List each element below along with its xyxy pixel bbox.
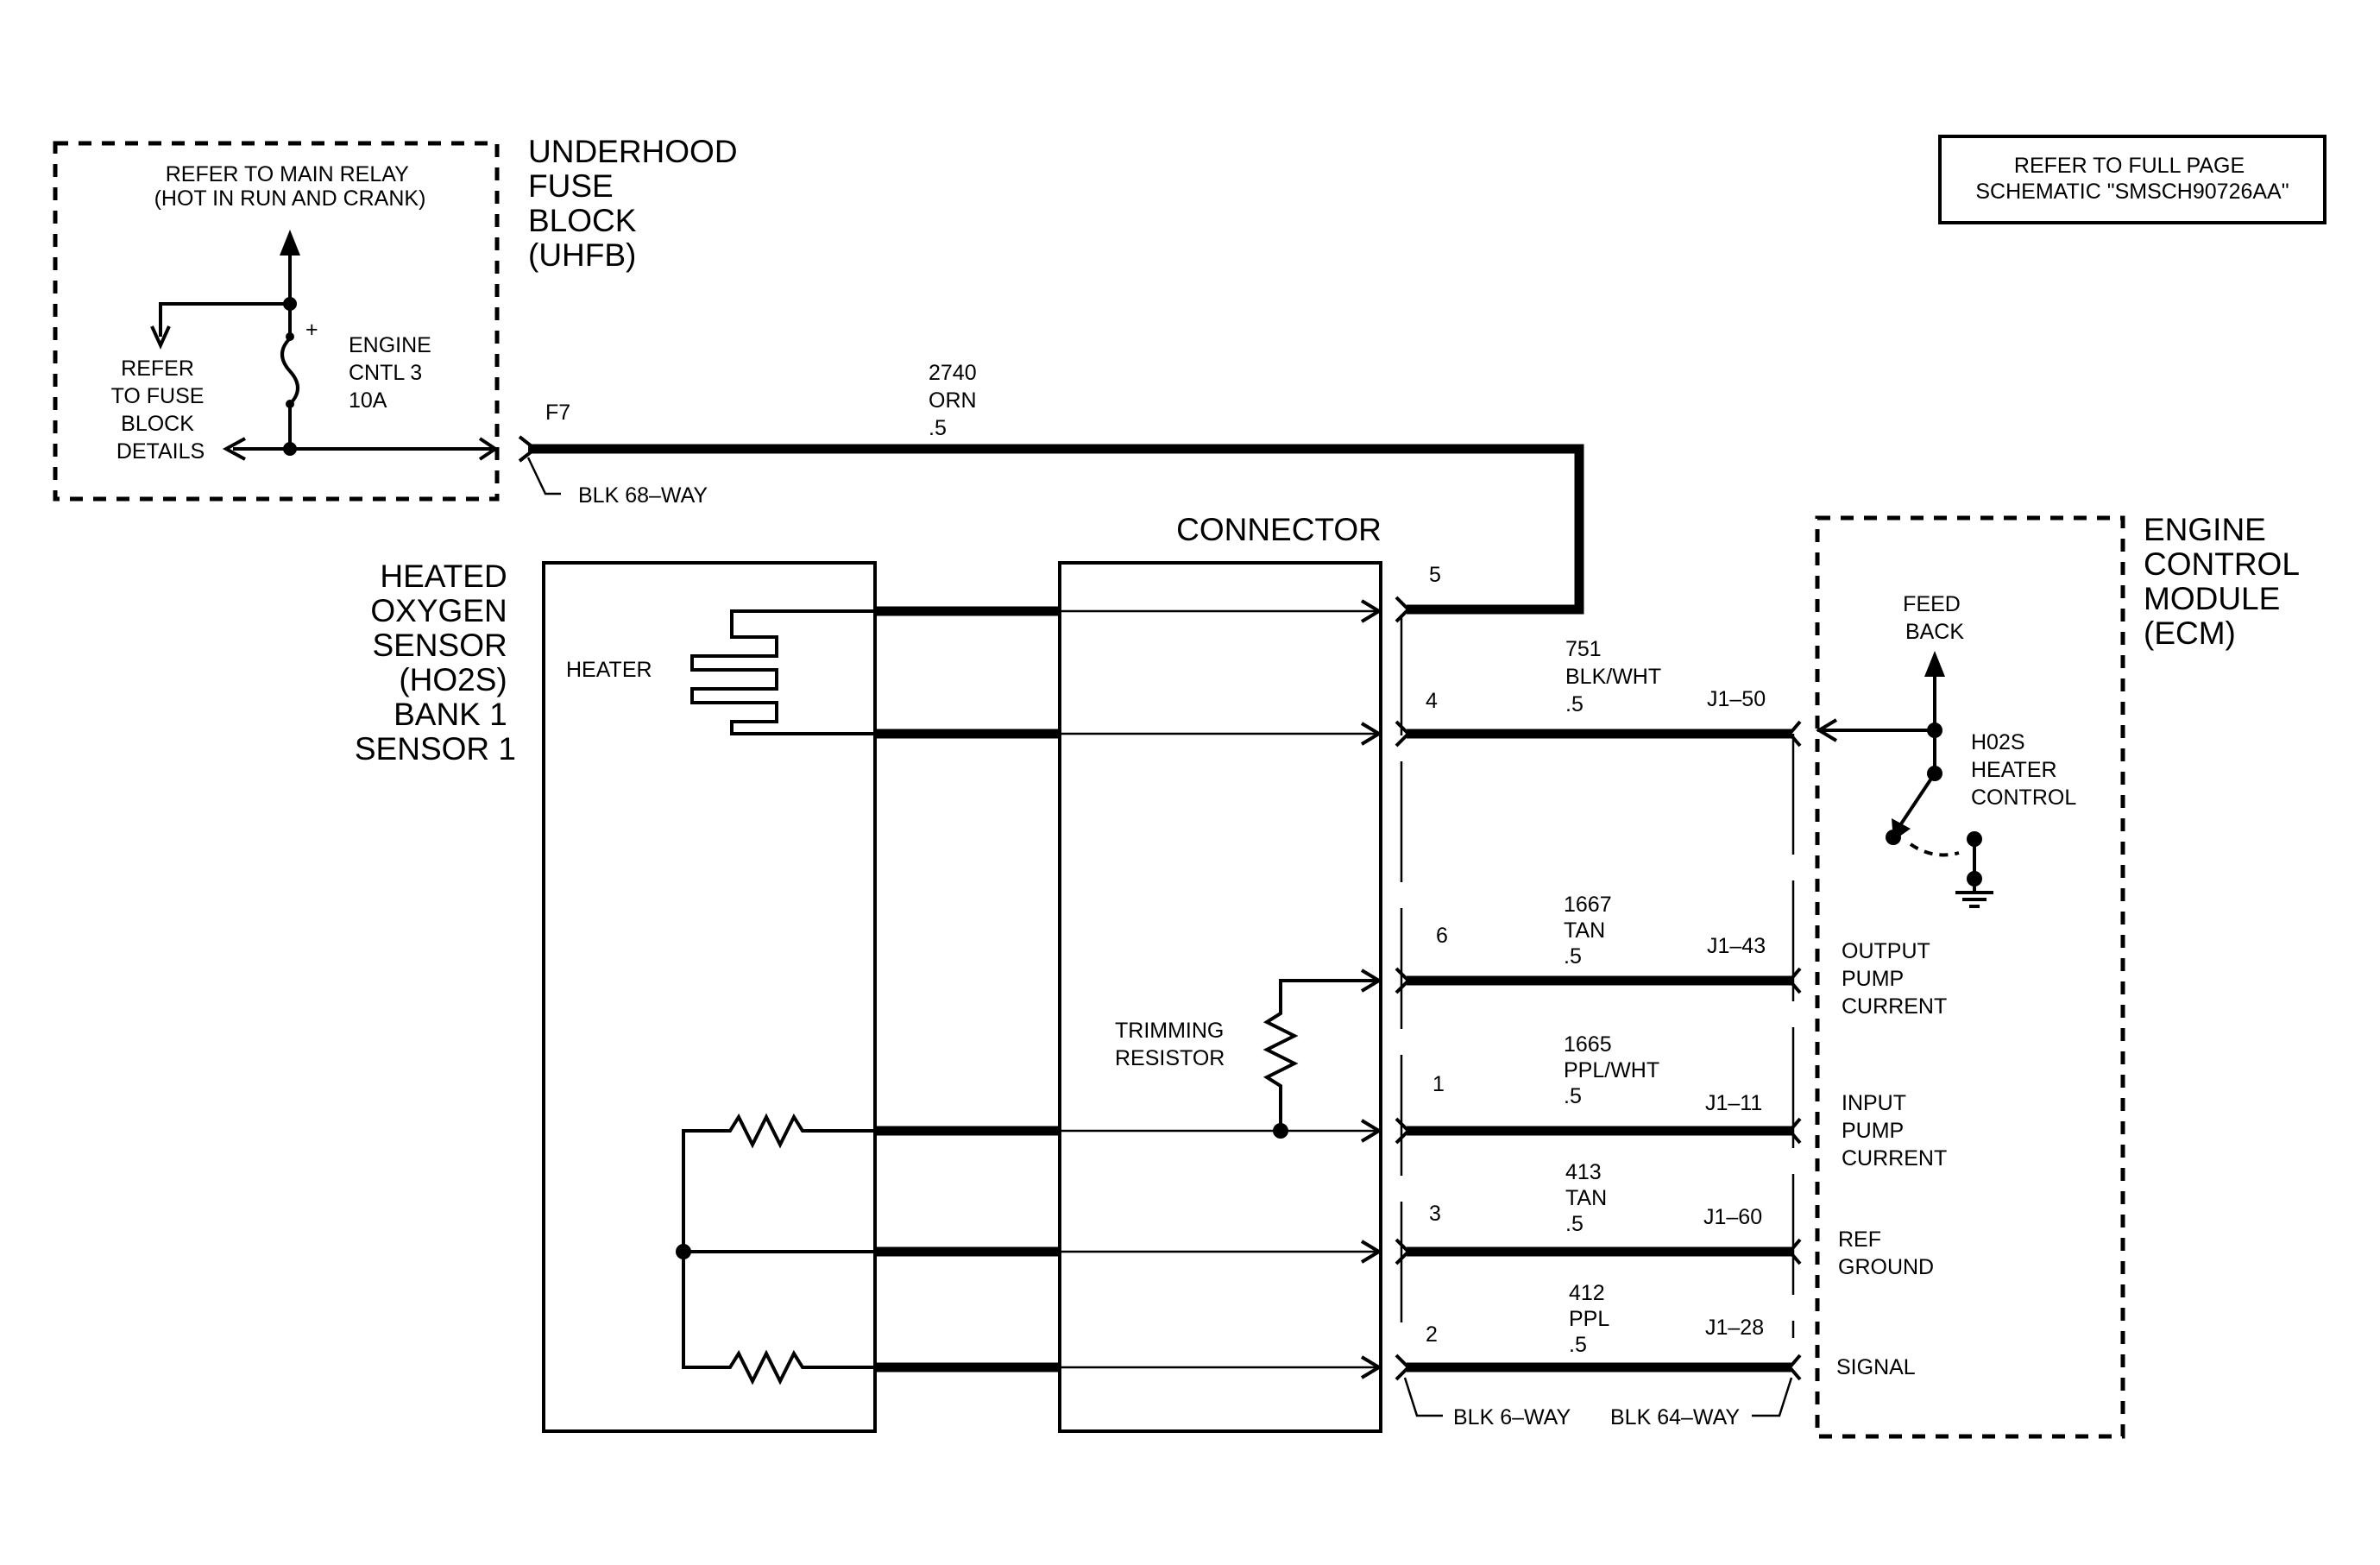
down-arrow-icon [150,325,171,350]
fuse-connector-leader [526,457,561,495]
up-arrow-icon [280,230,300,256]
connector-pin-icon [1395,596,1411,623]
connector-pin-icon [1395,967,1411,994]
fuse-details-label: REFER TO FUSE BLOCK DETAILS [111,357,211,464]
circuit-label: 413 TAN .5 [1565,1160,1613,1236]
connector-pin-icon [1395,1354,1411,1381]
connector-pin-icon [1395,1117,1411,1145]
underhood-fuse-block: UNDERHOOD FUSE BLOCK (UHFB) REFER TO MAI… [53,134,746,508]
connector-right-label: BLK 64–WAY [1610,1405,1740,1429]
main-relay-label: REFER TO MAIN RELAY (HOT IN RUN AND CRAN… [154,162,426,211]
feed-wire-2740: 2740 ORN .5 [518,361,1584,615]
left-arrow-icon [1816,718,1838,742]
right-arrow-icon [1360,599,1382,623]
ecm-boundary [1815,515,2125,1439]
fuse-connector-label: BLK 68–WAY [578,483,708,508]
circuit-label: 751 BLK/WHT .5 [1565,637,1667,716]
fuse-terminal-label: F7 [545,401,570,425]
right-arrow-icon [1360,969,1382,993]
function-label: INPUT PUMP CURRENT [1842,1091,1947,1171]
right-arrow-icon [1360,1119,1382,1143]
trimming-resistor-label: TRIMMING RESISTOR [1115,1019,1230,1070]
switch-control-link [1909,842,1960,857]
heated-oxygen-sensor: HEATED OXYGEN SENSOR (HO2S) BANK 1 SENSO… [355,558,877,1433]
pin-number: 5 [1429,563,1441,587]
ecm-pin-icon [1787,720,1802,748]
feed-wire-label: 2740 ORN .5 [929,361,983,440]
heater-control-label: H02S HEATER CONTROL [1971,730,2076,810]
pin-number: 2 [1426,1322,1438,1347]
circuit-label: 1667 TAN .5 [1564,893,1618,969]
pin-number: 1 [1432,1072,1445,1096]
circuit-label: 1665 PPL/WHT .5 [1564,1032,1665,1108]
ecm-harness: 5 4 6 1 3 2 751 BLK/WHT .5 1667 TAN .5 1… [1395,563,1802,1429]
full-page-note: REFER TO FULL PAGE SCHEMATIC "SMSCH90726… [1938,135,2326,224]
fuse-details-branch [159,302,290,337]
trimming-resistor-icon [1262,979,1377,1131]
sensor-cell-resistor-icon [682,1113,875,1385]
pin-number: 6 [1436,924,1448,948]
fuse-polarity: + [305,318,318,342]
ecm-pin-label: J1–11 [1705,1091,1762,1115]
fuse-icon [280,337,299,406]
connector-pin-icon [1395,1238,1411,1265]
connector-title: CONNECTOR [1176,512,1382,547]
right-arrow-icon [1360,722,1382,746]
ecm-pin-label: J1–50 [1707,687,1766,711]
fuse-block-title: UNDERHOOD FUSE BLOCK (UHFB) [528,134,746,273]
full-page-note-text: REFER TO FULL PAGE SCHEMATIC "SMSCH90726… [1975,154,2289,204]
pin-number: 4 [1426,689,1438,713]
switch-contact [1886,830,1901,845]
function-label: SIGNAL [1836,1355,1916,1379]
ecm-pin-icon [1787,1354,1802,1381]
feedback-label: FEED BACK [1903,592,1967,644]
connector-pin-icon [518,435,538,463]
connector-pin-icon [1395,720,1411,748]
engine-control-module: ENGINE CONTROL MODULE (ECM) FEED BACK H0… [1815,512,2308,1439]
ecm-pin-label: J1–43 [1707,934,1766,958]
connector-leader [1403,1377,1443,1417]
circuit-label: 412 PPL .5 [1569,1281,1615,1357]
switch-blade [1895,772,1936,832]
function-label: REF GROUND [1838,1227,1934,1279]
function-label: OUTPUT PUMP CURRENT [1842,939,1947,1019]
sensor-title: HEATED OXYGEN SENSOR (HO2S) BANK 1 SENSO… [355,558,516,767]
fuse-block-boundary [53,141,500,502]
ecm-pin-icon [1787,967,1802,994]
connector-left-label: BLK 6–WAY [1453,1405,1571,1429]
connector: CONNECTOR TRIMMING RESISTOR [875,512,1382,1433]
ecm-pin-icon [1787,1117,1802,1145]
full-page-note-box [1938,135,2326,224]
feed-wire [528,444,1584,615]
heater-label: HEATER [566,658,652,682]
right-arrow-icon [1360,1240,1382,1264]
splice-dot [1273,1123,1288,1139]
connector-body [1058,561,1382,1433]
ecm-pin-label: J1–60 [1703,1205,1762,1229]
heater-element-icon [690,609,875,735]
sensor-body [542,561,877,1433]
splice-dot [676,1244,691,1259]
ecm-title: ENGINE CONTROL MODULE (ECM) [2144,512,2308,651]
left-arrow-icon [222,437,246,461]
fuse-terminal-bottom [286,400,294,408]
connector-leader [1752,1377,1793,1417]
ecm-pin-icon [1787,1238,1802,1265]
right-arrow-icon [478,437,499,461]
ecm-pin-label: J1–28 [1705,1316,1764,1340]
pin-number: 3 [1429,1202,1441,1226]
fuse-name-label: ENGINE CNTL 3 10A [349,333,438,413]
right-arrow-icon [1360,1355,1382,1379]
up-arrow-icon [1924,651,1945,677]
splice-dot [1967,871,1982,887]
